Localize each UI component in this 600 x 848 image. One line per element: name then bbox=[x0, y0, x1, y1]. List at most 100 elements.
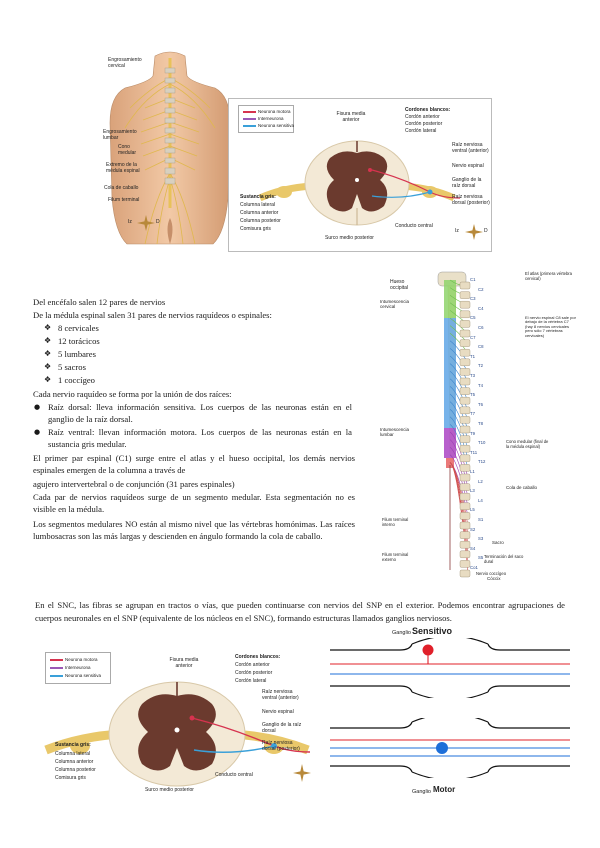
compass-icon bbox=[465, 224, 483, 240]
diamond-bullet-icon: ❖ bbox=[44, 375, 52, 384]
compass-body bbox=[133, 213, 159, 233]
legend-sensory: Neurona sensitiva bbox=[243, 123, 294, 128]
vertebra bbox=[459, 502, 471, 511]
legend-sensory: Neurona sensitiva bbox=[50, 673, 101, 678]
label-cola-caballo: Cola de caballo bbox=[104, 185, 139, 191]
body-figure bbox=[95, 48, 245, 248]
diamond-bullet-icon: ❖ bbox=[44, 323, 52, 332]
label-coccix: Cóccix bbox=[487, 576, 501, 581]
vertebra bbox=[459, 464, 471, 472]
spine-illustration bbox=[437, 271, 471, 578]
label-raiz-dorsal: Raíz nerviosa dorsal (posterior) bbox=[452, 194, 490, 206]
label-atlas: El atlas (primera vértebra cervical) bbox=[525, 271, 573, 281]
label-terminacion-saco: Terminación del saco dural bbox=[484, 554, 524, 564]
spine-level-label: C3 bbox=[470, 296, 476, 302]
spine-level-label: S5 bbox=[478, 555, 484, 561]
spine-level-label: Co1 bbox=[470, 565, 478, 570]
legend-motor: Neurona motora bbox=[243, 109, 291, 114]
label-columna-anterior: Columna anterior bbox=[240, 210, 279, 216]
vertebra bbox=[459, 531, 471, 539]
spinal-nerve bbox=[449, 431, 469, 479]
label-nervio-coccigeo: Nervio coccígeo bbox=[476, 571, 507, 576]
vertebra bbox=[459, 512, 471, 520]
diamond-bullet-icon: ❖ bbox=[44, 349, 52, 358]
vertebra bbox=[459, 521, 471, 530]
label-surco-medio: Surco medio posterior bbox=[325, 235, 374, 241]
body-illustration bbox=[109, 51, 231, 245]
vertebra bbox=[459, 473, 471, 482]
label-nervio-espinal: Nervio espinal bbox=[452, 163, 484, 169]
vertebra bbox=[459, 301, 471, 309]
vertebra bbox=[459, 348, 471, 357]
label-hueso-occipital: Hueso occipital bbox=[390, 279, 409, 291]
spine-level-label: L3 bbox=[470, 488, 475, 494]
text-encefalo: Del encéfalo salen 12 pares de nervios bbox=[33, 297, 166, 307]
list-item: ❖12 torácicos bbox=[44, 336, 100, 346]
label-cordon-posterior: Cordón posterior bbox=[405, 121, 443, 127]
vertebra bbox=[459, 339, 471, 347]
spine-level-label: L4 bbox=[478, 497, 483, 503]
spine-level-label: T9 bbox=[470, 430, 476, 436]
label-cono-medular-spine: Cono medular (final de la médula espinal… bbox=[506, 439, 549, 449]
label-ganglio: Ganglio de la raíz dorsal bbox=[452, 177, 482, 189]
spine-level-label: T8 bbox=[478, 421, 484, 426]
spine-figure bbox=[378, 270, 578, 590]
spine-level-label: T4 bbox=[478, 382, 484, 388]
legend-motor: Neurona motora bbox=[50, 657, 98, 662]
label-cordones-blancos-b: Cordones blancos: bbox=[235, 654, 281, 660]
list-item: ❖8 cervicales bbox=[44, 323, 99, 333]
vertebra bbox=[459, 377, 471, 386]
vertebra bbox=[459, 310, 471, 318]
vertebra bbox=[459, 560, 471, 568]
compass-body-e: D bbox=[156, 219, 160, 225]
spine-level-label: S2 bbox=[470, 526, 476, 532]
paragraph-agujero: agujero intervertebral o de conjunción (… bbox=[33, 479, 235, 489]
label-filum-externo: Filum terminal externo bbox=[382, 552, 409, 562]
vertebra bbox=[459, 416, 471, 424]
spinal-nerve bbox=[449, 401, 469, 440]
spine-level-label: C5 bbox=[470, 315, 476, 321]
spine-level-label: T10 bbox=[478, 440, 486, 446]
vertebra bbox=[459, 320, 471, 328]
vertebra bbox=[459, 425, 471, 434]
list-item: ❖5 sacros bbox=[44, 362, 86, 372]
spinal-nerve bbox=[449, 424, 469, 469]
vertebra bbox=[459, 483, 471, 491]
label-cordon-anterior-b: Cordón anterior bbox=[235, 662, 270, 668]
list-item-raiz-dorsal: ●Raíz dorsal: lleva información sensitiv… bbox=[34, 402, 352, 424]
bullet-icon: ● bbox=[34, 428, 41, 436]
label-filum-terminal: Filum terminal bbox=[108, 197, 140, 203]
label-nervio-espinal-b: Nervio espinal bbox=[262, 709, 294, 715]
spinal-cross-section-bottom bbox=[42, 672, 312, 807]
spine-level-label: C6 bbox=[478, 325, 484, 330]
legend-top: Neurona motora Interneurona Neurona sens… bbox=[238, 105, 294, 133]
spine-level-label: T1 bbox=[470, 353, 476, 359]
spine-level-label: L2 bbox=[478, 478, 483, 484]
spinal-cross-section-top bbox=[252, 128, 462, 238]
list-item: ❖5 lumbares bbox=[44, 349, 96, 359]
paragraph-c1: El primer par espinal (C1) surge entre e… bbox=[33, 453, 355, 475]
text-cada-nervio: Cada nervio raquídeo se forma por la uni… bbox=[33, 389, 232, 399]
vertebra bbox=[459, 329, 471, 338]
text-medula: De la médula espinal salen 31 pares de n… bbox=[33, 310, 272, 320]
vertebra bbox=[459, 387, 471, 395]
label-cordon-posterior-b: Cordón posterior bbox=[235, 670, 273, 676]
label-raiz-ventral: Raíz nerviosa ventral (anterior) bbox=[452, 142, 489, 154]
diamond-bullet-icon: ❖ bbox=[44, 362, 52, 371]
label-surco-medio-b: Surco medio posterior bbox=[145, 787, 194, 793]
spine-level-label: S1 bbox=[478, 517, 484, 522]
label-cono-medular: Cono medular bbox=[118, 144, 137, 156]
vertebra bbox=[459, 435, 471, 443]
vertebra bbox=[459, 569, 471, 578]
label-cola-caballo-spine: Cola de caballo bbox=[506, 485, 538, 490]
vertebra bbox=[459, 281, 471, 290]
spine-level-label: T2 bbox=[478, 363, 484, 369]
vertebra bbox=[459, 406, 471, 415]
legend-bottom: Neurona motora Interneurona Neurona sens… bbox=[45, 652, 111, 684]
spinal-nerve bbox=[449, 393, 469, 431]
spine-level-label: C1 bbox=[470, 277, 476, 282]
spinal-nerve bbox=[449, 386, 469, 421]
ganglion-motor-diagram bbox=[330, 713, 570, 781]
paragraph-segmento: Cada par de nervios raquídeos surge de u… bbox=[33, 492, 355, 514]
